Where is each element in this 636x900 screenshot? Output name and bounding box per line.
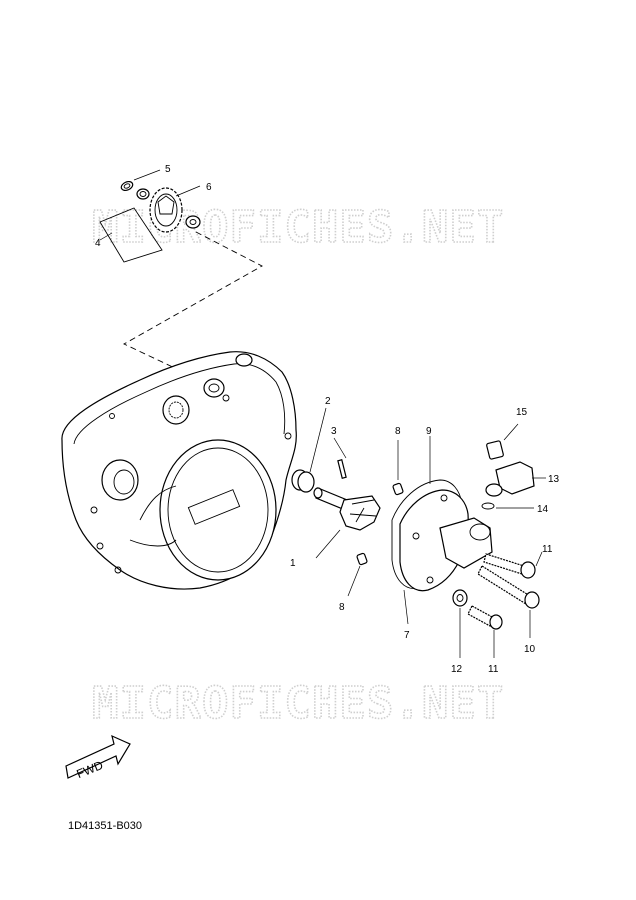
pin-3 bbox=[333, 437, 347, 479]
callout-8-bottom: 8 bbox=[339, 602, 345, 613]
callout-8-top: 8 bbox=[395, 426, 401, 437]
dowel-pin-8 bbox=[347, 440, 404, 597]
callout-labels: 5 6 4 2 3 8 9 15 13 14 1 11 8 7 10 12 11 bbox=[95, 164, 560, 675]
callout-13: 13 bbox=[548, 474, 560, 485]
callout-3: 3 bbox=[331, 426, 337, 437]
impeller-shaft-1 bbox=[313, 487, 381, 559]
callout-1: 1 bbox=[290, 558, 296, 569]
callout-5: 5 bbox=[165, 164, 171, 175]
callout-11-right: 11 bbox=[542, 544, 553, 555]
callout-6: 6 bbox=[206, 182, 212, 193]
assembly-link-line bbox=[123, 231, 263, 379]
callout-15: 15 bbox=[516, 407, 528, 418]
gear-assembly-4 bbox=[99, 169, 201, 263]
fwd-arrow-icon: FWD bbox=[65, 734, 131, 781]
callout-10: 10 bbox=[524, 644, 536, 655]
callout-12: 12 bbox=[451, 664, 463, 675]
callout-4: 4 bbox=[95, 238, 101, 249]
oil-seal-2 bbox=[291, 407, 327, 493]
diagram-code: 1D41351-B030 bbox=[68, 820, 143, 832]
fitting-13 bbox=[481, 423, 546, 510]
callout-2: 2 bbox=[325, 396, 331, 407]
bolts-11-10 bbox=[452, 551, 543, 658]
callout-11-bottom: 11 bbox=[488, 664, 499, 675]
callout-7: 7 bbox=[404, 630, 410, 641]
callout-9: 9 bbox=[426, 426, 432, 437]
pump-cover-7 bbox=[391, 436, 493, 625]
callout-14: 14 bbox=[537, 504, 549, 515]
watermark-bottom: MICROFICHES.NET bbox=[92, 678, 504, 729]
crankcase-cover bbox=[61, 351, 297, 590]
